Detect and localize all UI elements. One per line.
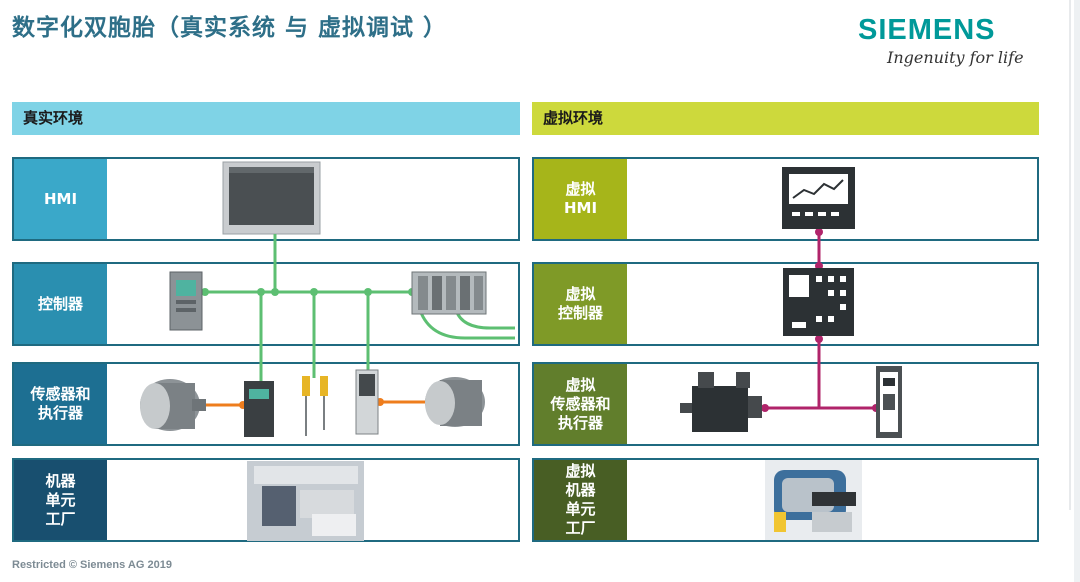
- label-line: 虚拟: [565, 462, 596, 480]
- real-row-label: HMI: [14, 159, 107, 239]
- plc-cpu-icon: [169, 271, 203, 331]
- real-row-label: 传感器和 执行器: [14, 364, 107, 444]
- label-line: 执行器: [557, 413, 603, 432]
- brand-tagline: Ingenuity for life: [887, 48, 1024, 67]
- label-line: 传感器和: [550, 394, 611, 413]
- motor-right-icon: [425, 377, 485, 427]
- label-line: 传感器和: [30, 385, 91, 403]
- label-line: 虚拟: [565, 375, 596, 394]
- scrollbar-edge: [1074, 0, 1080, 582]
- frequency-drive-icon: [244, 381, 274, 437]
- label-line: 单元: [565, 500, 596, 518]
- slide-title: 数字化双胞胎（真实系统 与 虚拟调试 ）: [12, 15, 448, 41]
- label-line: HMI: [563, 199, 598, 217]
- footer-restricted: Restricted © Siemens AG 2019: [12, 559, 172, 571]
- label-line: HMI: [43, 189, 78, 208]
- hmi-panel-icon: [222, 161, 321, 235]
- virtual-environment-header-text: 虚拟环境: [543, 109, 604, 127]
- label-line: 虚拟: [565, 180, 596, 198]
- label-line: 单元: [45, 490, 76, 509]
- real-environment-header-text: 真实环境: [23, 109, 84, 127]
- label-line: 控制器: [557, 304, 603, 322]
- machine-photo-icon: [247, 461, 364, 541]
- virtual-row-label: 虚拟 HMI: [534, 159, 627, 239]
- virtual-servo-motor-icon: [680, 372, 762, 432]
- label-line: 机器: [565, 481, 596, 499]
- virtual-network-line: [765, 232, 876, 410]
- real-row-label: 控制器: [14, 264, 107, 344]
- virtual-controller-icon: [783, 268, 854, 336]
- profinet-network-line: [205, 234, 515, 382]
- label-line: 机器: [45, 471, 76, 490]
- virtual-row-label: 虚拟 控制器: [534, 264, 627, 344]
- siemens-logo: SIEMENS: [858, 14, 996, 46]
- edge-divider: [1069, 0, 1071, 510]
- real-row-label: 机器 单元 工厂: [14, 460, 107, 540]
- label-line: 工厂: [565, 519, 596, 537]
- soft-starter-icon: [355, 369, 379, 435]
- virtual-hmi-icon: [782, 167, 855, 229]
- virtual-row-label: 虚拟 传感器和 执行器: [534, 364, 627, 444]
- label-line: 虚拟: [565, 285, 596, 303]
- virtual-row-sensors-actuators: 虚拟 传感器和 执行器: [532, 362, 1039, 446]
- label-line: 执行器: [37, 404, 83, 422]
- real-environment-header: 真实环境: [12, 102, 520, 135]
- label-line: 控制器: [37, 294, 83, 313]
- io-modules-icon: [411, 271, 487, 315]
- sensor-probes-icon: [302, 376, 328, 436]
- virtual-row-label: 虚拟 机器 单元 工厂: [534, 460, 627, 540]
- motor-left-icon: [140, 379, 206, 431]
- virtual-environment-header: 虚拟环境: [532, 102, 1039, 135]
- virtual-machine-model-icon: [765, 460, 862, 540]
- virtual-io-device-icon: [876, 366, 902, 438]
- label-line: 工厂: [45, 509, 76, 528]
- orange-link-line: [206, 400, 425, 407]
